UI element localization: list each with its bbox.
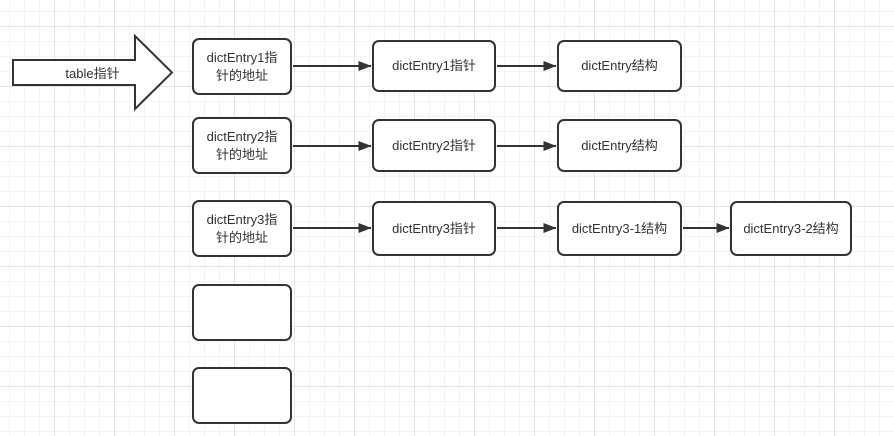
table-pointer-block-arrow[interactable] [11, 34, 176, 113]
block-arrow-label: table指针 [65, 66, 120, 81]
node-dictentry2-pointer[interactable]: dictEntry2指针 [372, 119, 496, 172]
node-dictentry3-pointer[interactable]: dictEntry3指针 [372, 201, 496, 256]
block-arrow-shape [12, 34, 174, 112]
node-label: dictEntry结构 [581, 137, 658, 153]
node-label: dictEntry3-2结构 [743, 220, 839, 236]
node-label: dictEntry1指 针的地址 [206, 49, 278, 83]
node-label: dictEntry结构 [581, 58, 658, 73]
node-label: dictEntry3指针 [392, 220, 476, 236]
node-dictentry3-address[interactable]: dictEntry3指 针的地址 [192, 200, 292, 257]
node-dictentry3-1-struct[interactable]: dictEntry3-1结构 [557, 201, 682, 256]
empty-node-1[interactable] [192, 284, 292, 341]
node-dictentry1-address[interactable]: dictEntry1指 针的地址 [192, 38, 292, 95]
node-label: dictEntry2指针 [392, 137, 476, 153]
empty-node-2[interactable] [192, 367, 292, 424]
node-label: dictEntry3指 针的地址 [206, 211, 278, 245]
node-dictentry2-struct[interactable]: dictEntry结构 [557, 119, 682, 172]
node-label: dictEntry1指针 [392, 58, 476, 73]
node-dictentry3-2-struct[interactable]: dictEntry3-2结构 [730, 201, 852, 256]
node-dictentry2-address[interactable]: dictEntry2指 针的地址 [192, 117, 292, 174]
node-dictentry1-pointer[interactable]: dictEntry1指针 [372, 40, 496, 92]
node-dictentry1-struct[interactable]: dictEntry结构 [557, 40, 682, 92]
node-label: dictEntry3-1结构 [571, 220, 668, 236]
node-label: dictEntry2指 针的地址 [206, 128, 278, 162]
